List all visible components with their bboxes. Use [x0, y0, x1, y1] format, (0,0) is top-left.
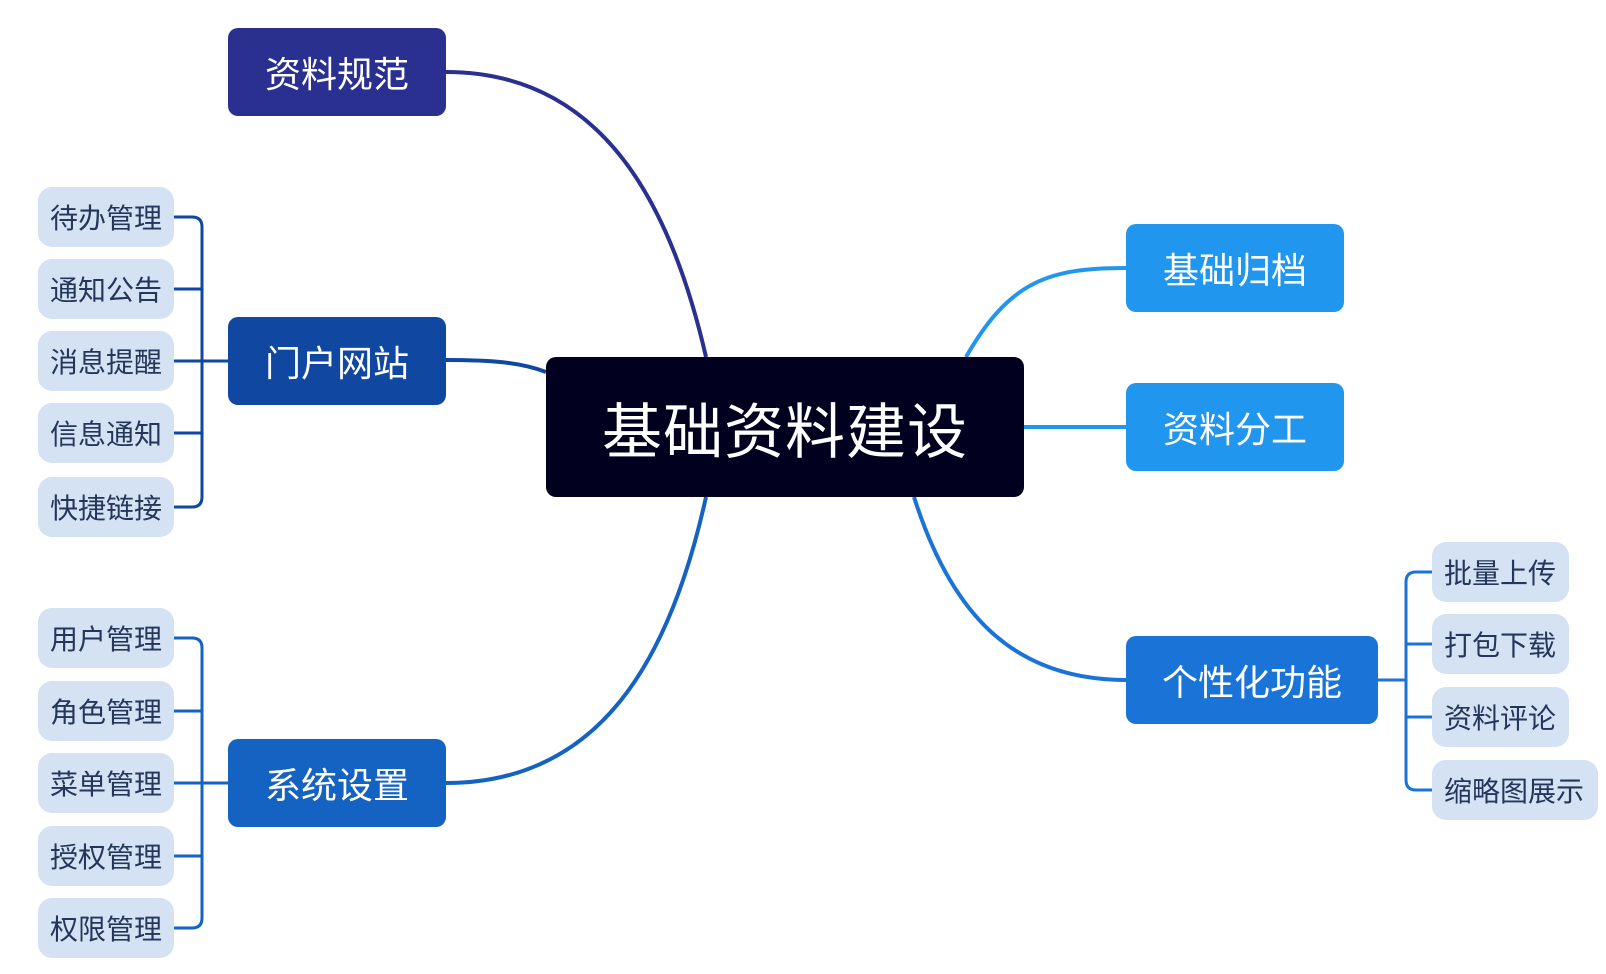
branch-node-label: 资料分工 — [1162, 410, 1307, 451]
leaf-node[interactable]: 缩略图展示 — [1432, 760, 1598, 820]
leaf-node[interactable]: 授权管理 — [38, 826, 174, 886]
link-root-menhu-wangzhan — [445, 358, 547, 374]
leaf-node[interactable]: 信息通知 — [38, 403, 174, 463]
leaf-node-label: 打包下载 — [1444, 629, 1557, 662]
leaf-node-label: 用户管理 — [50, 623, 163, 656]
leaf-node-label: 待办管理 — [50, 202, 163, 235]
branch-node-label: 系统设置 — [264, 766, 409, 807]
leaf-node-label: 资料评论 — [1444, 702, 1557, 735]
leaf-node-label: 授权管理 — [50, 841, 163, 874]
link-root-gexinghua-gongneng — [912, 496, 1127, 682]
branch-node-gexinghua-gongneng[interactable]: 个性化功能 — [1126, 636, 1378, 724]
branch-node-ziliao-guifan[interactable]: 资料规范 — [228, 28, 446, 116]
leaf-node[interactable]: 菜单管理 — [38, 753, 174, 813]
leaf-node[interactable]: 通知公告 — [38, 259, 174, 319]
root-node[interactable]: 基础资料建设 — [546, 357, 1024, 497]
branch-node-label: 门户网站 — [264, 344, 409, 385]
leaf-node[interactable]: 用户管理 — [38, 608, 174, 668]
branch-node-jichu-guidang[interactable]: 基础归档 — [1126, 224, 1344, 312]
branch-node-label: 资料规范 — [264, 55, 409, 96]
gexinghua-children-bracket — [1378, 570, 1432, 792]
leaf-node-label: 缩略图展示 — [1444, 775, 1585, 808]
leaf-node-label: 通知公告 — [50, 274, 163, 307]
leaf-node[interactable]: 资料评论 — [1432, 687, 1569, 747]
leaf-node[interactable]: 批量上传 — [1432, 542, 1569, 602]
menhu-children-bracket — [174, 215, 228, 509]
leaf-node[interactable]: 消息提醒 — [38, 331, 174, 391]
link-root-xitong-shezhi — [445, 496, 708, 785]
leaf-node-label: 信息通知 — [50, 418, 163, 451]
link-root-jichu-guidang — [964, 266, 1127, 358]
leaf-node-label: 权限管理 — [50, 913, 163, 946]
leaf-node-label: 消息提醒 — [50, 346, 163, 379]
leaf-node[interactable]: 权限管理 — [38, 898, 174, 958]
leaf-node-label: 批量上传 — [1444, 557, 1557, 590]
leaf-node[interactable]: 角色管理 — [38, 681, 174, 741]
leaf-node-label: 菜单管理 — [50, 768, 163, 801]
branch-node-label: 个性化功能 — [1161, 663, 1342, 704]
branch-node-ziliao-fengong[interactable]: 资料分工 — [1126, 383, 1344, 471]
branch-node-menhu-wangzhan[interactable]: 门户网站 — [228, 317, 446, 405]
leaf-node[interactable]: 打包下载 — [1432, 614, 1569, 674]
leaf-node-label: 快捷链接 — [50, 492, 163, 525]
link-root-ziliao-guifan — [445, 70, 708, 358]
leaf-node[interactable]: 快捷链接 — [38, 477, 174, 537]
root-node-label: 基础资料建设 — [602, 397, 968, 468]
branch-node-label: 基础归档 — [1162, 251, 1307, 292]
branch-node-xitong-shezhi[interactable]: 系统设置 — [228, 739, 446, 827]
leaf-node[interactable]: 待办管理 — [38, 187, 174, 247]
xitong-children-bracket — [174, 636, 228, 930]
leaf-node-label: 角色管理 — [50, 696, 163, 729]
